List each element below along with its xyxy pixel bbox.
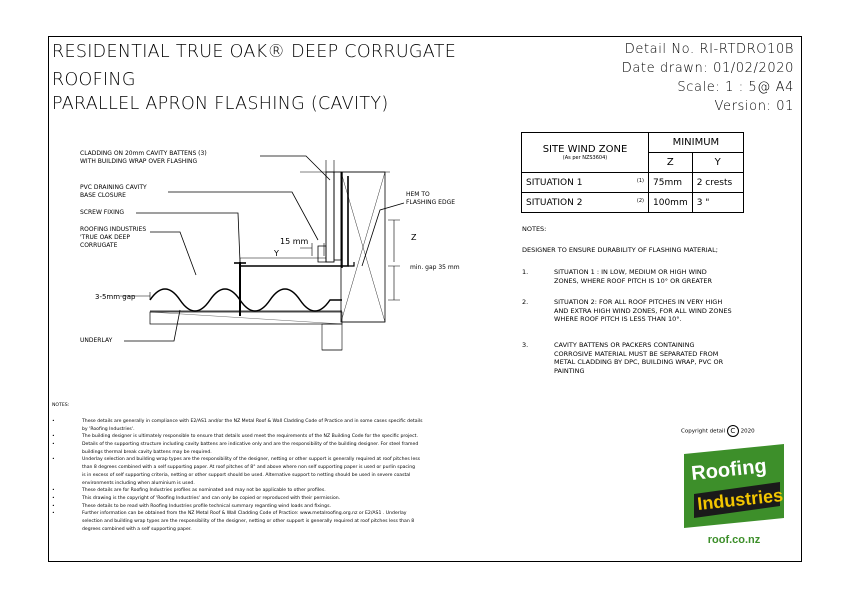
corrugate-profile — [149, 288, 342, 312]
leader-underlay — [124, 309, 181, 342]
bottom-note: •Further information can be obtained fro… — [52, 511, 415, 532]
apron-flashing — [239, 176, 349, 270]
dim-z — [388, 219, 400, 262]
title-line-3: PARALLEL APRON FLASHING (CAVITY) — [52, 94, 389, 114]
flashing-hem — [348, 262, 355, 267]
leader-screw — [136, 212, 241, 263]
leader-cladding — [260, 155, 331, 181]
pvc-closure — [317, 245, 327, 263]
bottom-note: •These details are generally in complian… — [52, 419, 423, 432]
table-row: SITUATION 1 (1) 75mm 2 crests — [521, 172, 744, 193]
label-y: Y — [274, 249, 279, 258]
purlin — [149, 311, 343, 325]
wall-cladding — [325, 171, 335, 263]
bottom-note: •The building designer is ultimately res… — [52, 434, 418, 440]
bottom-notes-heading: NOTES: — [52, 403, 70, 408]
dim-y — [239, 257, 327, 262]
date-drawn: Date drawn: 01/02/2020 — [621, 61, 794, 76]
logo-mark: Roofing Industries — [684, 444, 784, 528]
title-line-2: ROOFING — [52, 70, 136, 90]
label-roofing-3: CORRUGATE — [80, 242, 118, 249]
wind-zone-table: SITE WIND ZONE (As per NZS3604) MINIMUM … — [521, 132, 744, 213]
label-cladding-1: CLADDING ON 20mm CAVITY BATTENS (3) — [80, 150, 207, 157]
copyright-icon: C — [726, 425, 739, 437]
label-gap: 3-5mm gap — [95, 293, 136, 301]
notes-designer: DESIGNER TO ENSURE DURABILITY OF FLASHIN… — [522, 246, 718, 254]
label-cladding-2: WITH BUILDING WRAP OVER FLASHING — [80, 158, 198, 165]
table-header-zone: SITE WIND ZONE (As per NZS3604) — [521, 132, 649, 173]
label-mingap: min. gap 35 mm — [410, 264, 460, 271]
cavity-batten — [333, 171, 342, 261]
label-15mm: 15 mm — [280, 237, 309, 246]
leader-hem — [361, 202, 405, 267]
scale: Scale: 1 : 5@ A4 — [677, 80, 794, 95]
bottom-notes: NOTES: •These details are generally in c… — [52, 402, 423, 533]
rafter — [321, 323, 343, 351]
label-pvc-2: BASE CLOSURE — [80, 192, 126, 199]
bottom-note: •Underlay selection and building wrap ty… — [52, 457, 421, 486]
table-header-y: Y — [691, 152, 744, 173]
detail-number: Detail No. RI-RTDRO10B — [624, 42, 794, 57]
label-hem-2: FLASHING EDGE — [406, 199, 456, 206]
label-roofing-1: ROOFING INDUSTRIES — [80, 226, 147, 233]
table-header-minimum: MINIMUM — [648, 132, 744, 153]
version: Version: 01 — [714, 99, 794, 114]
label-roofing-2: 'TRUE OAK DEEP — [80, 234, 130, 241]
notes-heading: NOTES: — [522, 225, 547, 233]
table-header-z: Z — [648, 152, 693, 173]
table-row: SITUATION 2 (2) 100mm 3 " — [521, 192, 744, 213]
logo-website: roof.co.nz — [707, 534, 761, 546]
bottom-note: •These details are for Roofing Industrie… — [52, 488, 326, 494]
bottom-note: •This drawing is the copyright of 'Roofi… — [52, 495, 341, 501]
label-pvc-1: PVC DRAINING CAVITY — [80, 184, 147, 191]
title-line-1: RESIDENTIAL TRUE OAK® DEEP CORRUGATE — [52, 42, 457, 62]
bottom-note: •These details to be read with Roofing I… — [52, 503, 331, 509]
label-screw: SCREW FIXING — [80, 209, 125, 216]
label-hem-1: HEM TO — [406, 191, 430, 198]
leader-roofing — [150, 231, 197, 276]
dim-gap — [120, 292, 151, 300]
label-underlay: UNDERLAY — [80, 337, 113, 344]
drawing-frame — [48, 36, 802, 562]
roofing-industries-logo: Roofing Industries roof.co.nz — [680, 444, 788, 548]
dim-15mm — [300, 243, 325, 256]
bottom-note: •Details of the supporting structure inc… — [52, 442, 419, 455]
leader-pvc — [168, 191, 319, 241]
dim-mingap — [388, 265, 400, 301]
label-z: Z — [411, 233, 417, 242]
copyright-detail: Copyright detail C 2020 — [681, 425, 755, 437]
